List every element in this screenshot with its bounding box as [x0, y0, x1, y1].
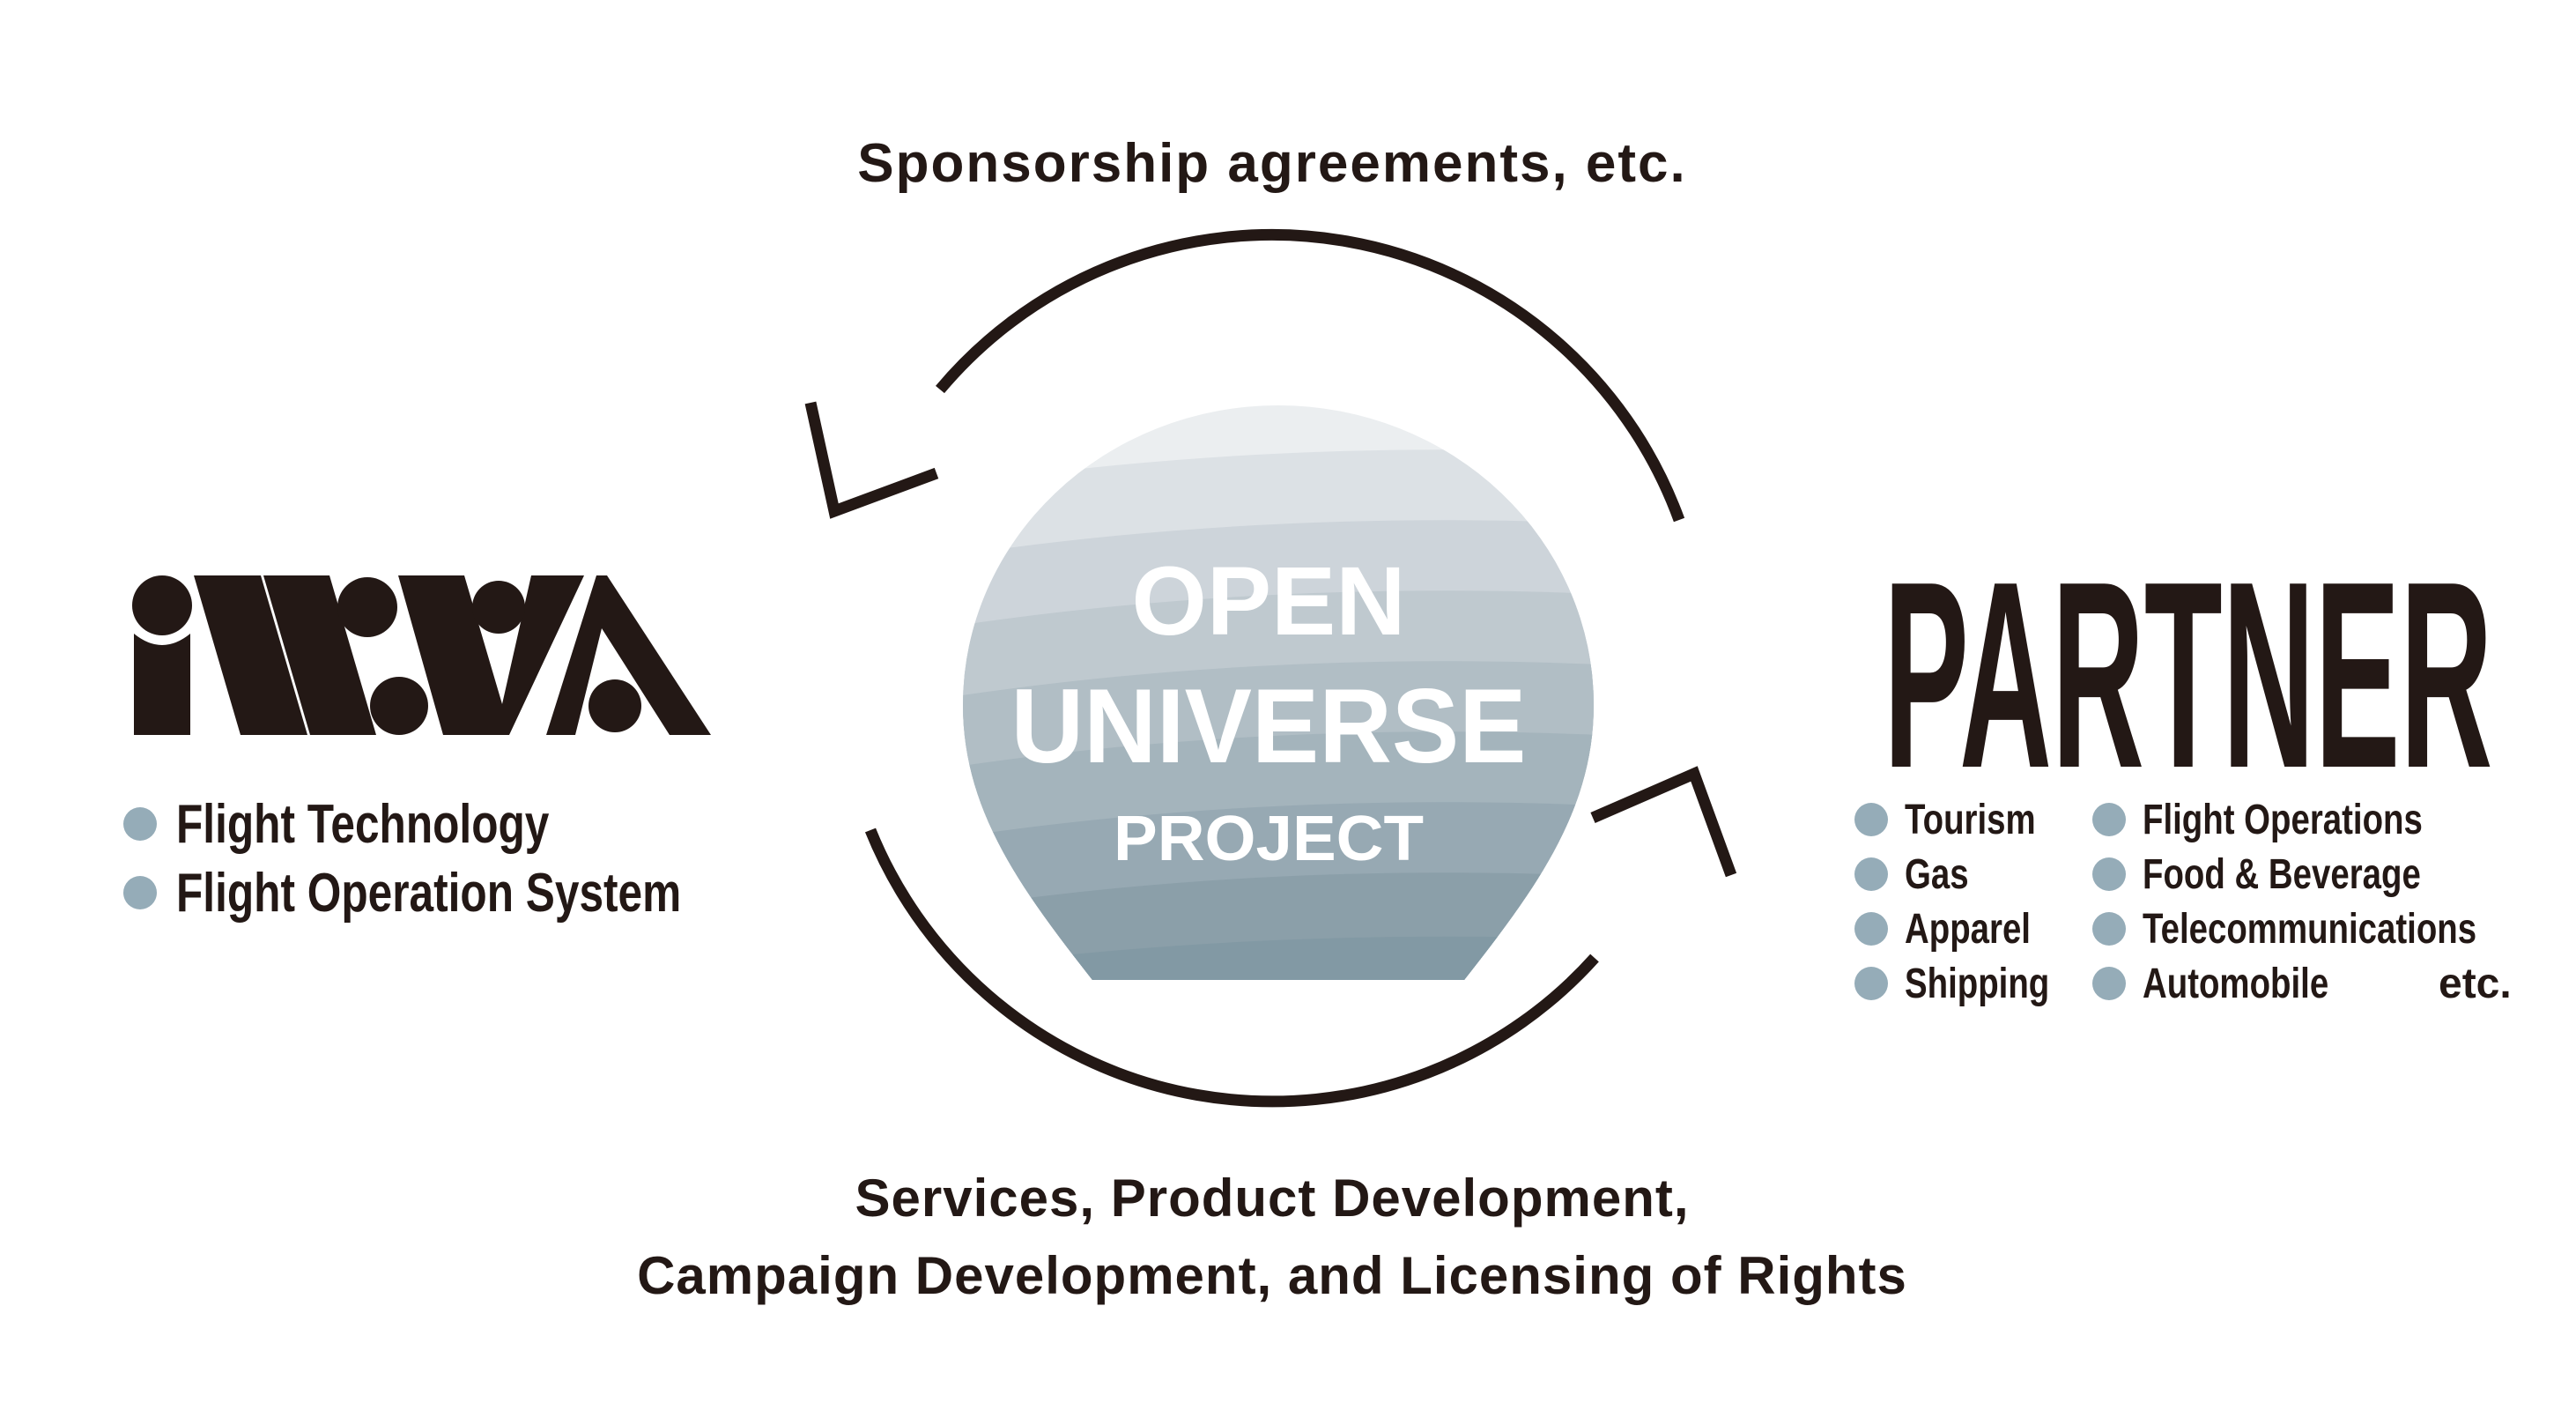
list-item: Automobile [2092, 956, 2560, 1011]
bullet-dot-icon [2092, 967, 2126, 1000]
list-item: Flight Technology [123, 794, 808, 855]
partner-industry-list: Tourism Gas Apparel Shipping Flight Oper… [1854, 792, 2560, 1011]
bottom-caption: Services, Product Development, Campaign … [0, 1160, 2544, 1315]
left-party-list: Flight Technology Flight Operation Syste… [123, 794, 808, 933]
iwaya-logo-icon [132, 575, 711, 735]
industry-label: Gas [1905, 850, 1969, 898]
bottom-arc [864, 827, 1599, 1108]
emblem-line1: OPEN [1132, 547, 1406, 656]
industry-label: Apparel [1905, 905, 2031, 953]
bullet-dot-icon [123, 807, 157, 841]
industry-label: Automobile [2143, 960, 2329, 1007]
bullet-dot-icon [1854, 912, 1888, 946]
list-item: Gas [1854, 847, 2092, 902]
industry-label: Food & Beverage [2143, 850, 2421, 898]
bullet-dot-icon [123, 876, 157, 909]
bottom-caption-line2: Campaign Development, and Licensing of R… [637, 1246, 1907, 1305]
emblem-line2: UNIVERSE [1011, 667, 1527, 785]
list-item: Food & Beverage [2092, 847, 2560, 902]
list-item: Flight Operation System [123, 862, 808, 924]
bullet-dot-icon [2092, 803, 2126, 836]
cycle-arrows [804, 228, 1737, 1108]
top-caption: Sponsorship agreements, etc. [857, 133, 1687, 194]
emblem-line3: PROJECT [1114, 804, 1424, 874]
partner-heading: PARTNER [1884, 526, 2492, 824]
industry-label: Tourism [1905, 796, 2036, 843]
left-item-label: Flight Operation System [176, 862, 682, 924]
industry-label: Flight Operations [2143, 796, 2423, 843]
list-item: Telecommunications [2092, 902, 2560, 956]
bullet-dot-icon [1854, 857, 1888, 891]
top-arc-arrowhead-icon [804, 401, 939, 519]
open-universe-balloon: OPEN UNIVERSE PROJECT [963, 405, 1594, 980]
etc-label: etc. [2439, 960, 2512, 1007]
bottom-caption-line1: Services, Product Development, [855, 1169, 1690, 1228]
bottom-arc-arrowhead-icon [1590, 766, 1737, 878]
top-arc [936, 228, 1685, 523]
list-item: Shipping [1854, 956, 2092, 1011]
list-item: Flight Operations [2092, 792, 2560, 847]
industry-label: Shipping [1905, 960, 2050, 1007]
list-item: Apparel [1854, 902, 2092, 956]
bullet-dot-icon [1854, 967, 1888, 1000]
list-item: Tourism [1854, 792, 2092, 847]
bullet-dot-icon [2092, 912, 2126, 946]
left-item-label: Flight Technology [176, 793, 550, 855]
bullet-dot-icon [1854, 803, 1888, 836]
bullet-dot-icon [2092, 857, 2126, 891]
industry-label: Telecommunications [2143, 905, 2477, 953]
